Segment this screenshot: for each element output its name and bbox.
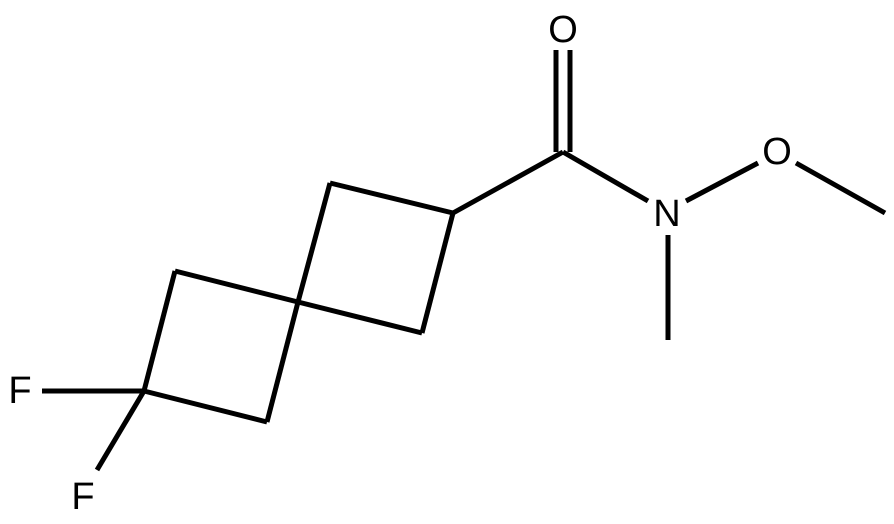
bond-o-methyl (794, 160, 887, 216)
bond-ring1-right (264, 301, 301, 423)
bond-ring1-left (141, 270, 178, 392)
bond-ring1-top (174, 268, 299, 305)
atom-oxygen-carbonyl: O (548, 9, 578, 51)
bond-ring2-bottom (297, 299, 423, 336)
bond-ring1-bottom (143, 388, 268, 425)
bond-ring2-left (295, 182, 333, 303)
bond-c-f2 (94, 389, 147, 472)
bond-carbonyl-n (561, 149, 650, 204)
atom-fluorine-2: F (71, 476, 94, 518)
bond-n-o (684, 160, 760, 204)
bond-ring2-top (329, 180, 454, 216)
atom-oxygen-methoxy: O (762, 131, 792, 173)
bond-ring2-right (419, 212, 456, 334)
atom-nitrogen: N (653, 193, 680, 235)
bond-ring-carbonyl (451, 149, 565, 216)
atom-fluorine-1: F (8, 370, 31, 412)
